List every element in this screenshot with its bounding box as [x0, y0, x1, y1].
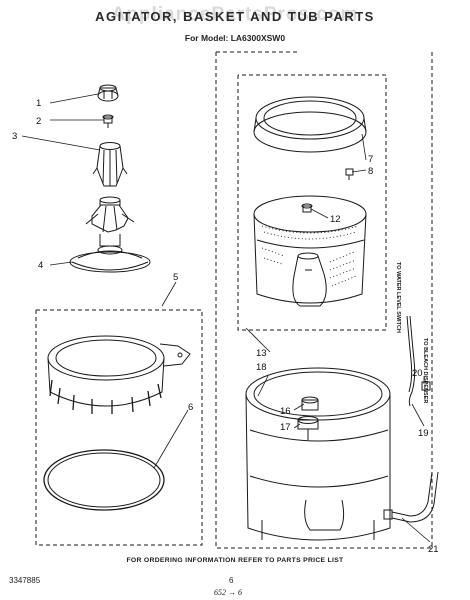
document-number: 3347885	[9, 576, 41, 585]
drain-hose-part	[383, 471, 439, 523]
ordering-note: FOR ORDERING INFORMATION REFER TO PARTS …	[126, 557, 344, 564]
callout-20: 20	[412, 368, 423, 379]
ring-seal-part	[43, 449, 165, 511]
callout-4: 4	[38, 260, 43, 271]
callout-2: 2	[36, 116, 41, 127]
agitator-base-part	[85, 196, 135, 247]
basket-screw-part	[345, 168, 354, 180]
callout-19: 19	[418, 428, 429, 439]
spin-basket-part	[253, 195, 367, 307]
callout-8: 8	[368, 166, 373, 177]
leader-lines	[21, 93, 431, 543]
drive-hub-part	[297, 396, 319, 440]
callout-5: 5	[173, 272, 178, 283]
tub-ring-part	[47, 335, 191, 414]
callout-12: 12	[330, 214, 341, 225]
water-level-label: TO WATER LEVEL SWITCH	[395, 262, 401, 333]
callout-13: 13	[256, 348, 267, 359]
callout-7: 7	[368, 154, 373, 165]
handwritten-note: 652 → 6	[214, 588, 242, 597]
page-number: 6	[229, 576, 234, 585]
basket-ring-part	[253, 96, 367, 153]
callout-1: 1	[36, 98, 41, 109]
agitator-barrel-part	[92, 142, 128, 187]
callout-21: 21	[428, 544, 439, 555]
callout-6: 6	[188, 402, 193, 413]
callout-16: 16	[280, 406, 291, 417]
callout-3: 3	[12, 131, 17, 142]
agitator-skirt-part	[69, 245, 151, 273]
diagram-title: AGITATOR, BASKET AND TUB PARTS	[95, 9, 375, 24]
callout-18: 18	[256, 362, 267, 373]
group-box-left-assembly	[35, 309, 203, 546]
group-box-basket	[237, 74, 387, 331]
callout-17: 17	[280, 422, 291, 433]
model-line: For Model: LA6300XSW0	[184, 33, 286, 43]
agitator-cap-part	[97, 84, 119, 102]
agitator-bolt-part	[102, 114, 114, 128]
group-box-tub-outline	[215, 52, 433, 549]
bleach-hose-part	[406, 315, 431, 407]
outer-tub-part	[245, 367, 391, 541]
bleach-dispenser-label: TO BLEACH DISPENSER	[422, 338, 428, 403]
